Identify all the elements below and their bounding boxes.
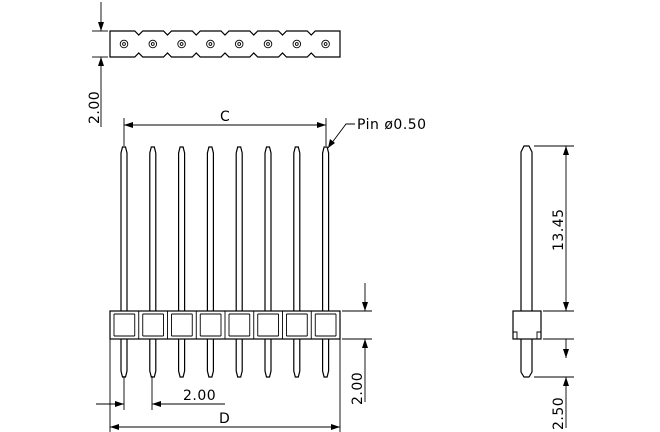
top-hole-inner bbox=[208, 42, 213, 46]
top-hole-inner bbox=[294, 42, 299, 46]
top-hole-inner bbox=[266, 42, 270, 46]
side-pin-upper bbox=[520, 145, 533, 311]
top-hole-outer bbox=[177, 39, 186, 49]
pin-lower bbox=[322, 339, 330, 378]
top-hole-outer bbox=[119, 39, 129, 49]
pin-lower bbox=[264, 339, 272, 378]
pin-callout-label: Pin ø0.50 bbox=[357, 117, 427, 133]
pin-upper bbox=[206, 146, 214, 311]
tail-dim-arrow-lower bbox=[563, 377, 569, 386]
top-pitch-label: 2.00 bbox=[87, 91, 103, 124]
pin-upper bbox=[293, 146, 301, 311]
pin-lower bbox=[178, 339, 186, 378]
pin-lower bbox=[235, 339, 243, 378]
housing-dim-arrow-upper bbox=[362, 302, 368, 311]
pin-upper bbox=[178, 146, 186, 311]
pin-upper bbox=[120, 146, 128, 311]
pin-length-arrow-bottom bbox=[563, 302, 569, 311]
front-view: C Pin ø0.50 2.00 2.00 D bbox=[96, 109, 427, 432]
pin-upper bbox=[235, 146, 243, 311]
pin-callout-leader bbox=[327, 123, 355, 149]
pin-upper bbox=[264, 146, 272, 311]
pitch-bottom-label: 2.00 bbox=[183, 388, 216, 404]
top-dim-arrow-upper bbox=[98, 22, 104, 31]
top-view: 2.00 bbox=[87, 2, 341, 127]
side-pin-lower bbox=[520, 339, 533, 378]
top-hole-outer bbox=[206, 39, 215, 49]
top-view-holes bbox=[119, 39, 330, 49]
top-hole-outer bbox=[321, 39, 330, 49]
top-hole-inner bbox=[323, 42, 328, 46]
side-housing-notch-right bbox=[536, 331, 541, 339]
top-hole-outer bbox=[234, 39, 244, 49]
pitch-arrow-right bbox=[152, 401, 161, 407]
top-dim-arrow-lower bbox=[98, 57, 104, 66]
pin-length-label: 13.45 bbox=[551, 208, 567, 251]
pin-length-arrow-top bbox=[563, 146, 569, 155]
top-view-outline bbox=[109, 30, 341, 58]
pin-lower bbox=[206, 339, 214, 378]
top-hole-inner bbox=[237, 42, 242, 46]
dim-c-arrow-right bbox=[317, 122, 326, 128]
pin-upper bbox=[322, 146, 330, 311]
side-view: 13.45 2.50 bbox=[512, 145, 574, 430]
top-hole-inner bbox=[150, 42, 155, 46]
top-hole-outer bbox=[148, 39, 158, 49]
pin-lower bbox=[120, 339, 128, 378]
top-hole-inner bbox=[122, 42, 126, 46]
tail-length-label: 2.50 bbox=[551, 397, 567, 430]
side-housing-notch bbox=[513, 331, 518, 339]
side-housing bbox=[512, 310, 542, 340]
dim-c-arrow-left bbox=[124, 122, 133, 128]
pin-lower bbox=[149, 339, 157, 378]
housing-dim-arrow-lower bbox=[362, 339, 368, 348]
housing-detail bbox=[113, 311, 337, 339]
top-hole-outer bbox=[292, 39, 302, 49]
pitch-arrow-left bbox=[115, 401, 124, 407]
housing-height-label: 2.00 bbox=[350, 372, 366, 405]
top-hole-inner bbox=[179, 42, 184, 46]
tail-dim-arrow-upper bbox=[563, 349, 569, 358]
pin-callout-arrow bbox=[328, 139, 335, 148]
dim-c-label: C bbox=[220, 109, 230, 125]
dim-d-arrow-left bbox=[110, 424, 119, 430]
pin-upper bbox=[149, 146, 157, 311]
dim-d-arrow-right bbox=[331, 424, 340, 430]
pin-lower bbox=[293, 339, 301, 378]
top-hole-outer bbox=[263, 39, 273, 49]
dim-d-label: D bbox=[219, 411, 230, 427]
front-pins bbox=[120, 146, 330, 378]
